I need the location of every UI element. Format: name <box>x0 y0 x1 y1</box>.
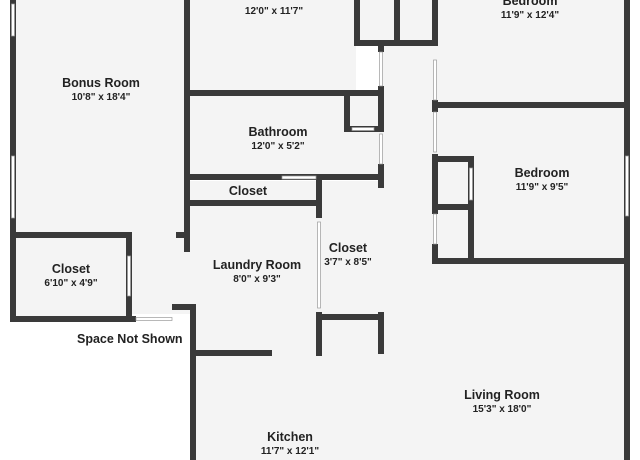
space-not-shown-label: Space Not Shown <box>77 332 183 346</box>
wall-bedroom-closet-mid <box>432 204 474 210</box>
wall-kitchen-top <box>196 350 272 356</box>
wall-top-bedroom-bottom <box>432 102 626 108</box>
top-center-room-dims: 12'0" x 11'7" <box>245 6 303 17</box>
wall-hall-left-top <box>378 40 384 52</box>
window-hall-left-mid <box>379 133 383 165</box>
bathroom-name: Bathroom <box>248 125 307 139</box>
wall-bath-fixture-left <box>344 96 350 132</box>
bonus-room-name: Bonus Room <box>62 76 140 90</box>
kitchen-floor <box>196 352 320 460</box>
wall-hall-right-low <box>432 154 438 214</box>
window-hall-closet <box>281 175 317 180</box>
bathroom-dims: 12'0" x 5'2" <box>251 141 304 152</box>
wall-center-closet-left-bottom <box>316 312 322 356</box>
wall-bonus-right <box>184 0 190 234</box>
left-closet-floor <box>14 238 130 318</box>
wall-left-closet-bottom-2 <box>172 304 196 310</box>
corridor-floor <box>130 234 190 314</box>
wall-top-closet-mid <box>394 0 400 46</box>
windows <box>11 3 629 321</box>
window-bedroom-closet <box>469 167 473 201</box>
window-left-closet <box>127 255 131 297</box>
room-labels: 12'0" x 11'7" Bedroom 11'9" x 12'4" Bonu… <box>44 0 569 457</box>
wall-hall-right-bottom <box>432 244 438 264</box>
laundry-room-floor <box>190 205 320 355</box>
living-room-floor <box>320 262 626 460</box>
top-bedroom-name: Bedroom <box>503 0 558 8</box>
left-closet-name: Closet <box>52 262 91 276</box>
wall-laundry-left-lower <box>190 304 196 460</box>
hall-closet-name: Closet <box>229 184 268 198</box>
living-room-dims: 15'3" x 18'0" <box>473 404 532 415</box>
wall-left-closet-bottom <box>10 316 136 322</box>
wall-center-closet-left-top <box>316 174 322 218</box>
window-left-closet-bottom <box>135 317 173 321</box>
wall-laundry-left-upper <box>184 238 190 252</box>
window-bath-fixture <box>351 127 375 131</box>
window-hall-right-low <box>433 213 437 245</box>
window-hall-right-upper <box>433 59 437 101</box>
laundry-room-dims: 8'0" x 9'3" <box>233 274 281 285</box>
top-center-room-floor <box>190 0 356 93</box>
center-closet-dims: 3'7" x 8'5" <box>324 257 372 268</box>
bonus-room-dims: 10'8" x 18'4" <box>72 92 131 103</box>
wall-bedroom-closet-top <box>432 156 474 162</box>
floor-areas <box>14 0 626 460</box>
window-hall-right-mid <box>433 111 437 153</box>
laundry-room-name: Laundry Room <box>213 258 301 272</box>
wall-bonus-stub <box>176 232 190 238</box>
bedroom-dims: 11'9" x 9'5" <box>516 182 569 193</box>
bonus-room-floor <box>14 0 186 238</box>
wall-hall-left-bottom <box>378 312 384 354</box>
wall-bedroom-bottom <box>432 258 626 264</box>
window-center-closet <box>317 221 321 309</box>
bedroom-name: Bedroom <box>515 166 570 180</box>
wall-hall-left-mid <box>378 86 384 132</box>
wall-center-closet-bottom <box>316 314 380 320</box>
wall-hall-closet-bottom <box>184 200 320 206</box>
wall-outer-right <box>624 0 630 460</box>
center-closet-name: Closet <box>329 241 368 255</box>
window-hall-left-upper <box>379 51 383 87</box>
wall-hall-closet-left <box>184 174 190 206</box>
wall-left-closet-top <box>10 232 130 238</box>
top-bedroom-dims: 11'9" x 12'4" <box>501 10 559 21</box>
bedroom-floor <box>436 108 626 262</box>
kitchen-name: Kitchen <box>267 430 313 444</box>
wall-hall-left-low <box>378 164 384 188</box>
kitchen-dims: 11'7" x 12'1" <box>261 446 319 457</box>
left-closet-dims: 6'10" x 4'9" <box>44 278 97 289</box>
hall-closet-floor <box>190 181 316 201</box>
living-room-name: Living Room <box>464 388 540 402</box>
window-bedroom-right <box>625 155 629 217</box>
top-bedroom-floor <box>436 0 626 104</box>
wall-top-closet-left <box>354 0 360 46</box>
window-bonus-lower <box>11 155 15 219</box>
wall-top-center-bottom <box>184 90 380 96</box>
window-bonus-upper <box>11 3 15 37</box>
wall-hall-right-top <box>432 0 438 46</box>
